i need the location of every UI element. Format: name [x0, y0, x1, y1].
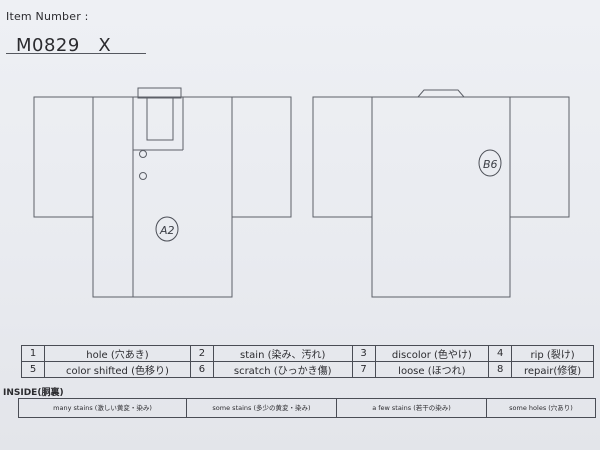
inside-options-row: many stains (激しい黄変・染み) some stains (多少の黄…: [18, 398, 596, 418]
legend-row: 5 color shifted (色移り) 6 scratch (ひっかき傷) …: [21, 361, 594, 378]
legend-num: 3: [351, 345, 376, 362]
back-collar: [417, 89, 465, 98]
legend-label-stain: stain (染み、汚れ): [212, 345, 353, 362]
front-view-drawing: [33, 87, 292, 298]
legend-row: 1 hole (穴あき) 2 stain (染み、汚れ) 3 discolor …: [21, 345, 594, 362]
back-left-sleeve: [312, 96, 373, 218]
legend-num: 5: [21, 361, 45, 378]
front-body: [92, 96, 233, 298]
legend-label-discolor: discolor (色やけ): [374, 345, 490, 362]
back-view-drawing: [312, 89, 570, 298]
legend-label-hole: hole (穴あき): [44, 345, 191, 362]
front-left-sleeve: [33, 96, 94, 218]
front-button-bottom: [139, 172, 147, 180]
front-right-sleeve: [231, 96, 292, 218]
legend-label-loose: loose (ほつれ): [374, 361, 490, 378]
back-right-sleeve: [509, 96, 570, 218]
inside-section-label: INSIDE(胴裏): [3, 388, 64, 398]
back-body: [371, 96, 511, 298]
annotation-front-circle: [155, 216, 179, 242]
legend-label-scratch: scratch (ひっかき傷): [212, 361, 353, 378]
inside-option-some-stains: some stains (多少の黄変・染み): [187, 399, 337, 417]
inside-option-few-stains: a few stains (若干の染み): [337, 399, 487, 417]
inside-option-many-stains: many stains (激しい黄変・染み): [19, 399, 187, 417]
item-number-underline: [6, 53, 146, 54]
inside-option-some-holes: some holes (穴あり): [509, 404, 573, 412]
legend-num: 2: [189, 345, 214, 362]
front-button-top: [139, 150, 147, 158]
annotation-front-text: A2: [159, 224, 175, 237]
front-placket: [132, 97, 184, 151]
legend-num: 4: [488, 345, 513, 362]
front-collar-opening: [146, 97, 174, 141]
legend-num: 7: [351, 361, 376, 378]
annotation-back-circle: [478, 149, 502, 177]
damage-legend-table: 1 hole (穴あき) 2 stain (染み、汚れ) 3 discolor …: [21, 345, 594, 378]
legend-num: 6: [189, 361, 214, 378]
legend-label-color-shifted: color shifted (色移り): [44, 361, 191, 378]
annotation-back-text: B6: [483, 158, 498, 171]
item-number-label: Item Number :: [6, 10, 89, 23]
item-number-value: M0829 X: [16, 35, 112, 56]
legend-label-rip: rip (裂け): [511, 345, 594, 362]
legend-num: 1: [21, 345, 45, 362]
legend-label-repair: repair(修復): [511, 361, 594, 378]
legend-num: 8: [488, 361, 513, 378]
